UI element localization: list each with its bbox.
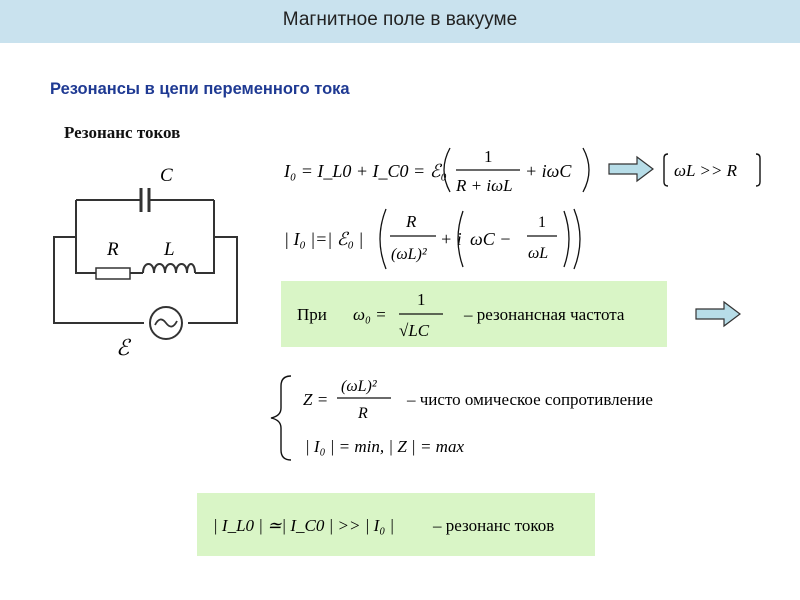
eq1-tail: + iωC — [525, 161, 572, 181]
eq2-mid: + i — [440, 229, 462, 249]
result-expression: | I_L0 | ≃| I_C0 | >> | I₀ | — [213, 516, 394, 535]
z-numerator: (ωL)² — [341, 378, 378, 395]
resistor-label: R — [106, 239, 119, 260]
circuit-diagram: C R L ℰ — [53, 165, 238, 360]
inductor-label: L — [163, 239, 175, 260]
emf-label: ℰ — [116, 335, 132, 360]
slide-title: Магнитное поле в вакууме — [282, 9, 518, 30]
result-description: – резонанс токов — [432, 516, 554, 535]
condition-text: ωL >> R — [674, 161, 738, 180]
section-heading: Резонанс токов — [64, 123, 181, 142]
eq1-denominator: R + iωL — [455, 176, 513, 195]
pri-label: При — [297, 305, 327, 324]
eq2-numerator: R — [405, 212, 417, 231]
arrow-right-icon — [695, 300, 741, 328]
z-description: – чисто омическое сопротивление — [406, 390, 653, 409]
slide-subtitle: Резонансы в цепи переменного тока — [50, 80, 350, 98]
current-resonance-box — [197, 493, 595, 556]
resonance-description: – резонансная частота — [463, 305, 625, 324]
resonance-frequency-formula: При ω₀ = 1 √LC – резонансная частота — [297, 290, 625, 340]
eq2-lhs: | I₀ |=| ℰ₀ | — [284, 229, 363, 249]
eq2-inner-denominator: ωL — [528, 245, 548, 262]
z-denominator: R — [357, 405, 368, 422]
arrow-right-icon — [608, 155, 654, 183]
omega-label: ω₀ = — [353, 305, 387, 324]
equation-current-magnitude: | I₀ |=| ℰ₀ | R (ωL)² + i ωC − 1 ωL — [284, 208, 581, 270]
omega-numerator: 1 — [417, 290, 426, 309]
eq1-lhs: I₀ = I_L0 + I_C0 = ℰ₀ — [283, 161, 447, 181]
eq2-inner-numerator: 1 — [538, 214, 546, 231]
omega-denominator: √LC — [399, 321, 430, 340]
impedance-system: Z = (ωL)² R – чисто омическое сопротивле… — [270, 375, 653, 461]
min-max-line: | I₀ | = min, | Z | = max — [305, 437, 464, 456]
capacitor-label: C — [160, 165, 173, 186]
slide-header — [0, 0, 800, 43]
z-lhs: Z = — [303, 390, 328, 409]
current-resonance-formula: | I_L0 | ≃| I_C0 | >> | I₀ | – резонанс … — [213, 516, 554, 535]
condition-bracket: ωL >> R — [663, 153, 761, 187]
resonance-frequency-box — [281, 281, 667, 347]
eq2-denominator: (ωL)² — [391, 246, 428, 263]
equation-current-sum: I₀ = I_L0 + I_C0 = ℰ₀ 1 R + iωL + iωC — [283, 147, 590, 195]
eq1-numerator: 1 — [484, 147, 493, 166]
eq2-paren: ωC − — [470, 229, 511, 249]
